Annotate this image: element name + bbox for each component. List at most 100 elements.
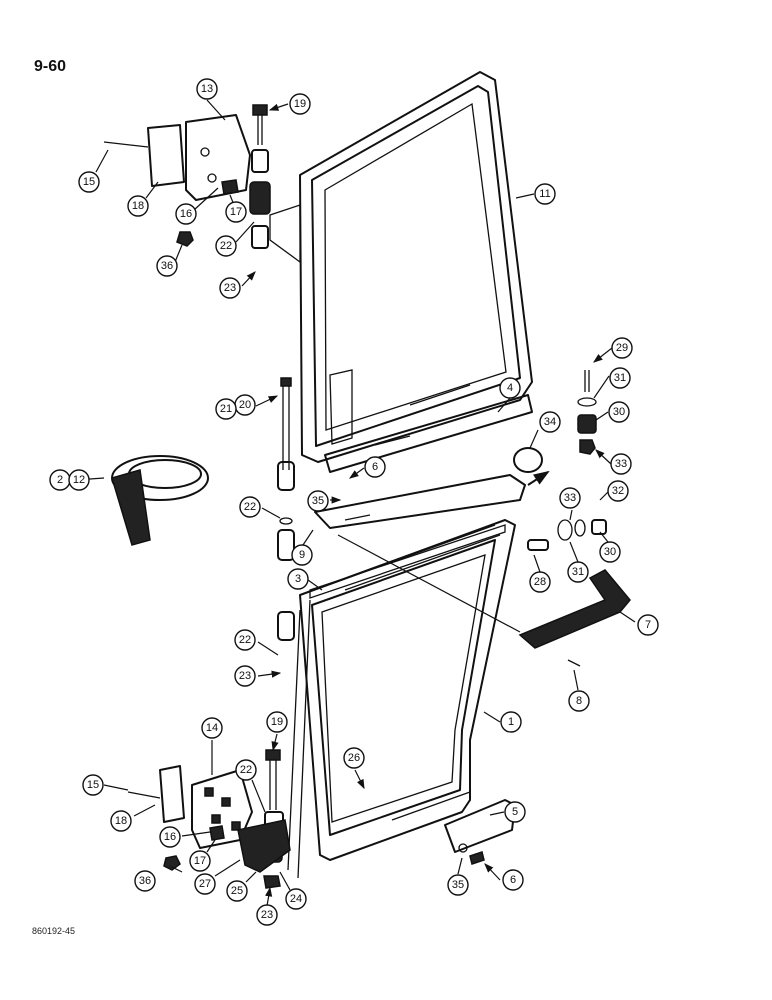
callout-34: 34 [539,411,561,433]
callout-21: 21 [215,398,237,420]
callout-17: 17 [189,850,211,872]
svg-text:22: 22 [244,501,256,513]
callout-30: 30 [608,401,630,423]
svg-text:19: 19 [294,98,306,110]
svg-text:33: 33 [615,458,627,470]
callout-33: 33 [559,487,581,509]
callout-33: 33 [610,453,632,475]
svg-text:28: 28 [534,576,546,588]
svg-text:15: 15 [87,779,99,791]
middle-hinge-pins [277,377,295,641]
callout-36: 36 [134,870,156,892]
door-plate-and-rail [309,394,533,599]
callout-14: 14 [201,717,223,739]
callout-24: 24 [285,888,307,910]
callout-8: 8 [568,690,590,712]
svg-text:29: 29 [616,342,628,354]
svg-text:22: 22 [239,634,251,646]
lower-plate [444,799,516,865]
svg-text:33: 33 [564,492,576,504]
svg-text:8: 8 [576,695,582,707]
callout-2: 2 [49,469,71,491]
svg-text:23: 23 [239,670,251,682]
callout-32: 32 [607,480,629,502]
svg-text:16: 16 [164,831,176,843]
lower-door-frame [287,519,516,879]
svg-text:30: 30 [604,546,616,558]
svg-text:11: 11 [539,188,550,200]
svg-text:15: 15 [83,176,95,188]
callout-23: 23 [234,665,256,687]
svg-text:36: 36 [161,260,173,272]
svg-text:5: 5 [512,806,518,818]
callout-28: 28 [529,571,551,593]
svg-text:30: 30 [613,406,625,418]
svg-text:16: 16 [180,208,192,220]
svg-text:19: 19 [271,716,283,728]
callout-20: 20 [234,394,256,416]
callout-18: 18 [127,195,149,217]
callout-16: 16 [175,203,197,225]
svg-text:13: 13 [201,83,213,95]
drawing-code: 860192-45 [32,926,76,936]
callout-12: 12 [68,469,90,491]
callout-13: 13 [196,78,218,100]
callout-18: 18 [110,810,132,832]
callout-36: 36 [156,255,178,277]
svg-text:1: 1 [508,716,514,728]
svg-text:21: 21 [220,403,232,415]
callout-16: 16 [159,826,181,848]
svg-text:31: 31 [614,372,626,384]
callout-6: 6 [502,869,524,891]
callout-7: 7 [637,614,659,636]
svg-text:9: 9 [299,549,305,561]
callout-22: 22 [239,496,261,518]
callout-22: 22 [235,759,257,781]
svg-text:17: 17 [230,206,242,218]
lower-hinge-bracket [127,749,291,889]
svg-text:3: 3 [295,573,301,585]
callout-30: 30 [599,541,621,563]
leader-lines [75,99,636,907]
callout-35: 35 [307,490,329,512]
svg-text:4: 4 [507,382,513,394]
callout-22: 22 [215,235,237,257]
callout-22: 22 [234,629,256,651]
callout-19: 19 [289,93,311,115]
svg-text:14: 14 [206,722,218,734]
upper-window-frame [269,71,533,463]
svg-text:23: 23 [261,909,273,921]
svg-text:17: 17 [194,855,206,867]
svg-text:7: 7 [645,619,651,631]
svg-text:18: 18 [115,815,127,827]
callout-27: 27 [194,873,216,895]
callout-25: 25 [226,880,248,902]
callout-26: 26 [343,747,365,769]
callout-9: 9 [291,544,313,566]
callout-23: 23 [219,277,241,299]
upper-hinge-bracket [103,104,271,249]
svg-text:20: 20 [239,399,251,411]
callout-15: 15 [82,774,104,796]
svg-text:6: 6 [372,461,378,473]
callout-15: 15 [78,171,100,193]
callout-1: 1 [500,711,522,733]
svg-text:18: 18 [132,200,144,212]
callout-11: 11 [534,183,556,205]
svg-text:22: 22 [240,764,252,776]
page-number: 9-60 [34,58,67,75]
svg-text:31: 31 [572,566,584,578]
svg-text:24: 24 [290,893,302,905]
callout-31: 31 [567,561,589,583]
svg-text:23: 23 [224,282,236,294]
svg-text:22: 22 [220,240,232,252]
svg-text:12: 12 [73,474,85,486]
callout-23: 23 [256,904,278,926]
svg-text:26: 26 [348,752,360,764]
callout-19: 19 [266,711,288,733]
svg-text:27: 27 [199,878,211,890]
svg-text:34: 34 [544,416,556,428]
callout-5: 5 [504,801,526,823]
svg-text:2: 2 [57,474,63,486]
